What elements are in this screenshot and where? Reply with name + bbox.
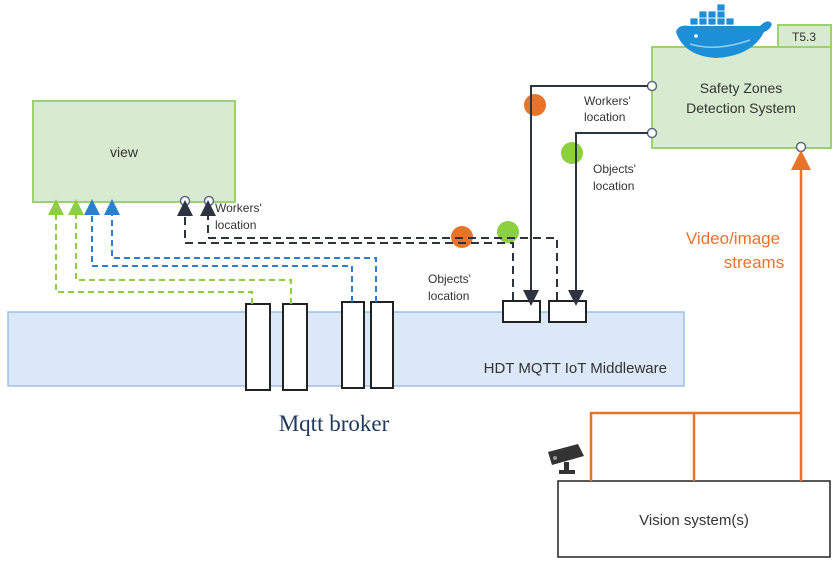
safety-label-line2: Detection System [686,100,796,116]
safety-tag: T5.3 [792,30,816,44]
objects-subscribe-line [200,200,558,300]
workers-publish-line [523,85,648,306]
green-link-1 [48,199,253,304]
docker-whale-icon [676,3,772,58]
workers-left-line2: location [215,218,256,232]
blue-link-1 [84,199,353,302]
objects-right-line2: location [593,179,634,193]
objects-mid-line1: Objects' [428,272,471,286]
vision-label: Vision system(s) [639,512,749,529]
stream-network [589,150,811,481]
streams-line2: streams [724,253,784,272]
safety-system-box [651,46,832,149]
view-label: view [110,144,139,160]
streams-line1: Video/image [686,229,780,248]
safety-port-workers [646,80,658,92]
view-box [32,100,236,203]
workers-top-line2: location [584,110,625,124]
safety-tag-box [777,24,832,48]
broker-bar-2 [282,303,308,391]
workers-left-line1: Workers' [215,201,262,215]
view-port-1 [179,195,191,207]
objects-topic-box [548,300,587,323]
middleware-label: HDT MQTT IoT Middleware [484,360,667,377]
workers-subscribe-line [177,200,514,300]
broker-bar-3 [341,301,365,389]
safety-port-objects [646,127,658,139]
view-port-2 [203,195,215,207]
objects-marker-top [561,142,583,164]
green-link-2 [68,199,292,304]
safety-port-streams [795,141,807,153]
workers-top-line1: Workers' [584,94,631,108]
broker-bar-4 [370,301,394,389]
vision-system-box [557,480,831,558]
workers-marker-top [524,94,546,116]
security-camera-icon [548,444,584,474]
blue-link-2 [104,199,377,302]
workers-topic-box [502,300,541,323]
objects-right-line1: Objects' [593,162,636,176]
objects-mid-line2: location [428,289,469,303]
broker-bar-1 [245,303,271,391]
broker-label: Mqtt broker [279,411,390,436]
objects-marker-mid [497,221,519,243]
safety-label-line1: Safety Zones [700,80,783,96]
objects-publish-line [568,132,648,306]
